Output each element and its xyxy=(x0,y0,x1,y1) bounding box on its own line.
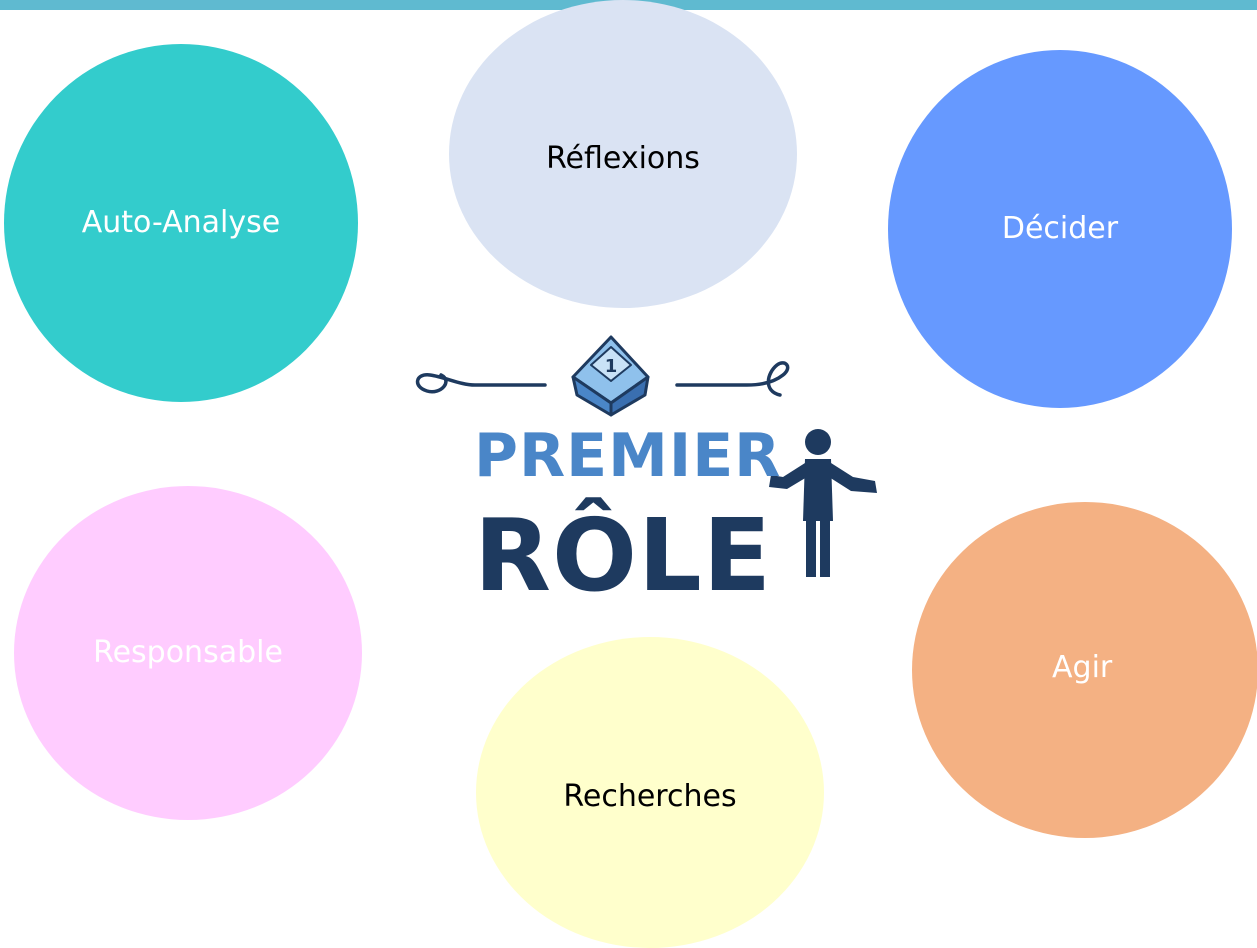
logo-text-role: RÔLE xyxy=(474,497,773,614)
person-shrugging-icon xyxy=(769,429,877,577)
bubble-label-recherches: Recherches xyxy=(563,779,737,814)
die-icon: 1 xyxy=(571,335,650,417)
bubble-label-auto-analyse: Auto-Analyse xyxy=(81,205,281,240)
bubble-label-reflexions: Réflexions xyxy=(546,141,700,176)
bubble-recherches: Recherches xyxy=(476,637,824,948)
bubble-auto-analyse: Auto-Analyse xyxy=(4,44,358,402)
bubble-responsable: Responsable xyxy=(14,486,362,820)
premier-role-logo: 1 xyxy=(415,335,877,577)
bubble-decider: Décider xyxy=(888,50,1232,408)
logo-text-premier: PREMIER xyxy=(474,421,782,491)
bubble-label-decider: Décider xyxy=(1001,211,1119,246)
bubble-reflexions: Réflexions xyxy=(449,0,797,308)
right-swirl-ornament xyxy=(675,361,790,397)
bubble-agir: Agir xyxy=(912,502,1257,838)
left-swirl-ornament xyxy=(415,373,547,394)
bubble-label-agir: Agir xyxy=(1052,649,1113,685)
bubble-label-responsable: Responsable xyxy=(93,635,283,670)
die-number: 1 xyxy=(605,356,618,377)
